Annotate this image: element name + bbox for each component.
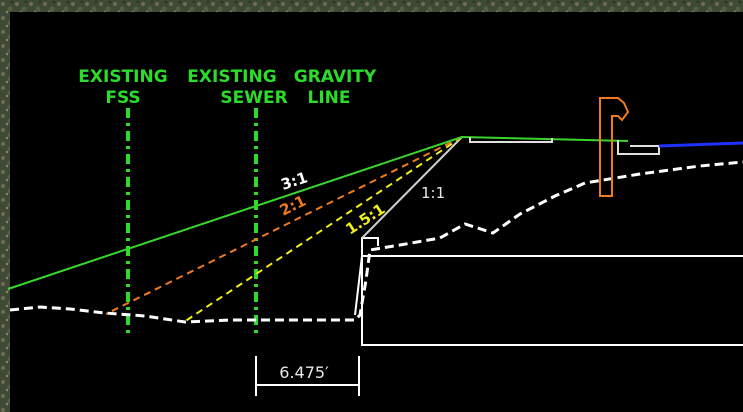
svg-text:EXISTING: EXISTING — [78, 67, 167, 87]
slope-1-5-1-line — [183, 136, 463, 323]
curb-right — [617, 140, 660, 155]
svg-text:EXISTING: EXISTING — [187, 67, 276, 87]
svg-text:LINE: LINE — [308, 88, 351, 108]
dimension-marker — [255, 356, 360, 396]
slope-1-1-label: 1:1 — [421, 184, 445, 202]
existing-fss-label: EXISTING FSS — [78, 67, 167, 108]
svg-text:FSS: FSS — [105, 88, 140, 108]
slope-3-1-line — [7, 136, 463, 290]
dimension-label: 6.475′ — [279, 363, 329, 382]
slope-1-1-line — [361, 136, 463, 239]
svg-text:SEWER: SEWER — [220, 88, 287, 108]
gravity-line-label: GRAVITY LINE — [294, 67, 377, 108]
barrier-outline — [599, 97, 630, 197]
existing-sewer-label: EXISTING SEWER — [187, 67, 287, 108]
svg-text:GRAVITY: GRAVITY — [294, 67, 377, 87]
water-line — [658, 141, 743, 148]
existing-ground-profile — [9, 160, 743, 324]
curb-left — [469, 137, 553, 143]
slope-2-1-line — [105, 136, 463, 315]
